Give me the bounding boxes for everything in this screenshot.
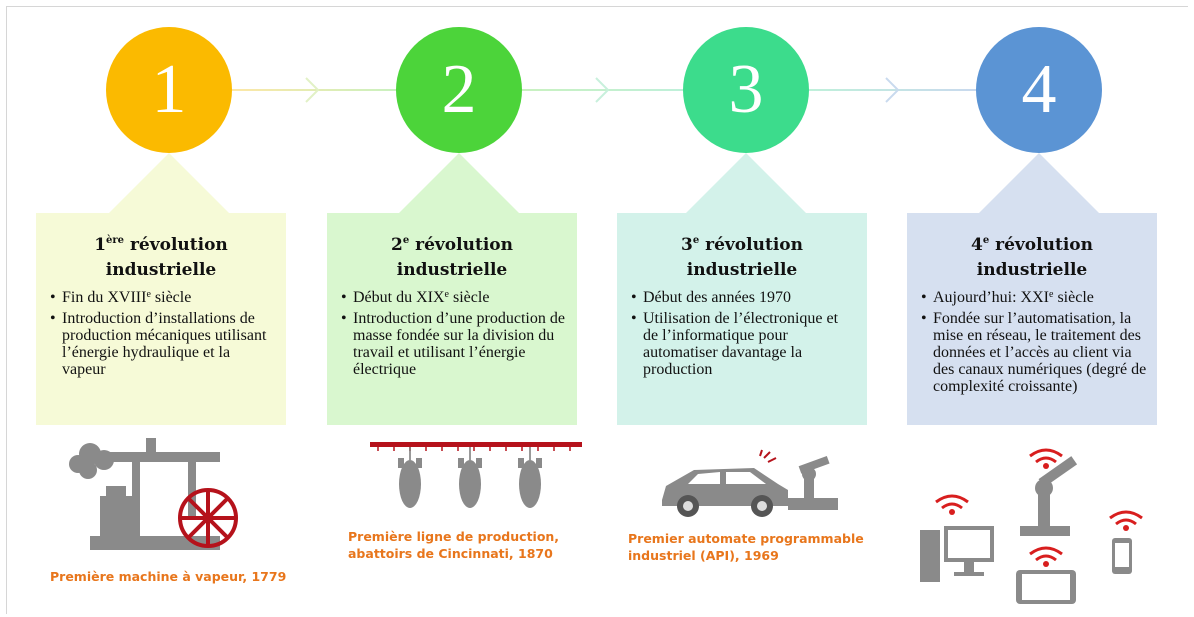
chevron-right-icon [305, 77, 320, 103]
caption-line: Premier automate programmable [628, 531, 864, 546]
connected-devices-icon [920, 448, 1143, 604]
card-2-pointer [399, 153, 519, 213]
steam-engine-icon [69, 438, 238, 550]
step-3-number: 3 [728, 51, 764, 128]
car-robot-arm-icon [662, 449, 838, 517]
chevron-right-icon [885, 77, 900, 103]
connector-2-3 [522, 89, 683, 91]
bullet-item: Introduction d’installations de producti… [50, 310, 276, 378]
bullet-item: Début du XIXe siècle [341, 289, 567, 306]
connector-3-4 [809, 89, 976, 91]
card-4-pointer [979, 153, 1099, 213]
caption-line: Première ligne de production, [348, 529, 560, 544]
step-4-number: 4 [1021, 51, 1057, 128]
bullet-item: Fin du XVIIIe siècle [50, 289, 276, 306]
chevron-right-icon [595, 77, 610, 103]
card-3-bullets: Début des années 1970 Utilisation de l’é… [631, 289, 857, 382]
bullet-item: Utilisation de l’électronique et de l’in… [631, 310, 857, 378]
connector-1-2 [232, 89, 396, 91]
caption-line: abattoirs de Cincinnati, 1870 [348, 546, 553, 561]
caption-1: Première machine à vapeur, 1779 [50, 568, 286, 585]
slaughter-line-icon [370, 442, 582, 508]
card-4-bullets: Aujourd’hui: XXIe siècle Fondée sur l’au… [921, 289, 1147, 399]
bullet-item: Aujourd’hui: XXIe siècle [921, 289, 1147, 306]
step-1-circle: 1 [106, 27, 232, 153]
caption-line: Première machine à vapeur, 1779 [50, 569, 287, 584]
caption-2: Première ligne de production, abattoirs … [348, 528, 559, 562]
frame-top-border [6, 6, 1188, 7]
bullet-item: Début des années 1970 [631, 289, 857, 306]
card-2-bullets: Début du XIXe siècle Introduction d’une … [341, 289, 567, 382]
step-4-circle: 4 [976, 27, 1102, 153]
frame-left-border [6, 6, 7, 614]
bullet-item: Introduction d’une production de masse f… [341, 310, 567, 378]
step-1-number: 1 [151, 51, 187, 128]
caption-line: industriel (API), 1969 [628, 548, 779, 563]
step-3-circle: 3 [683, 27, 809, 153]
bullet-item: Fondée sur l’automatisation, la mise en … [921, 310, 1147, 395]
card-1-pointer [109, 153, 229, 213]
card-1-bullets: Fin du XVIIIe siècle Introduction d’inst… [50, 289, 276, 382]
step-2-circle: 2 [396, 27, 522, 153]
step-2-number: 2 [441, 51, 477, 128]
card-3-pointer [686, 153, 806, 213]
caption-3: Premier automate programmable industriel… [628, 530, 864, 564]
